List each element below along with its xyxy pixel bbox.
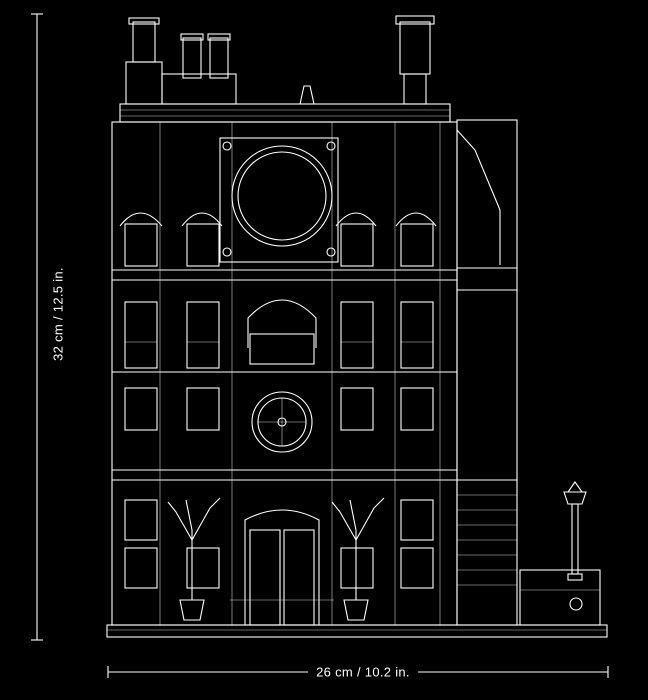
street-lamp: [563, 481, 587, 581]
round-window: [219, 137, 339, 263]
height-dimension-line: [31, 13, 43, 641]
height-dimension-label: 32 cm / 12.5 in.: [50, 267, 66, 361]
width-dimension-label: 26 cm / 10.2 in.: [308, 664, 418, 680]
middle-floor-windows: [124, 299, 434, 369]
entrance-door: [230, 509, 334, 626]
base-plate: [106, 624, 608, 638]
corner-details: [519, 569, 601, 626]
lower-floor-windows: [124, 387, 434, 453]
right-side-wing: [456, 119, 518, 626]
roof-cornice: [119, 103, 451, 123]
tree-right: [331, 497, 385, 621]
upper-arched-windows: [119, 212, 437, 267]
ground-floor-windows: [124, 499, 434, 589]
chimneys: [125, 15, 435, 105]
tree-left: [167, 497, 221, 621]
